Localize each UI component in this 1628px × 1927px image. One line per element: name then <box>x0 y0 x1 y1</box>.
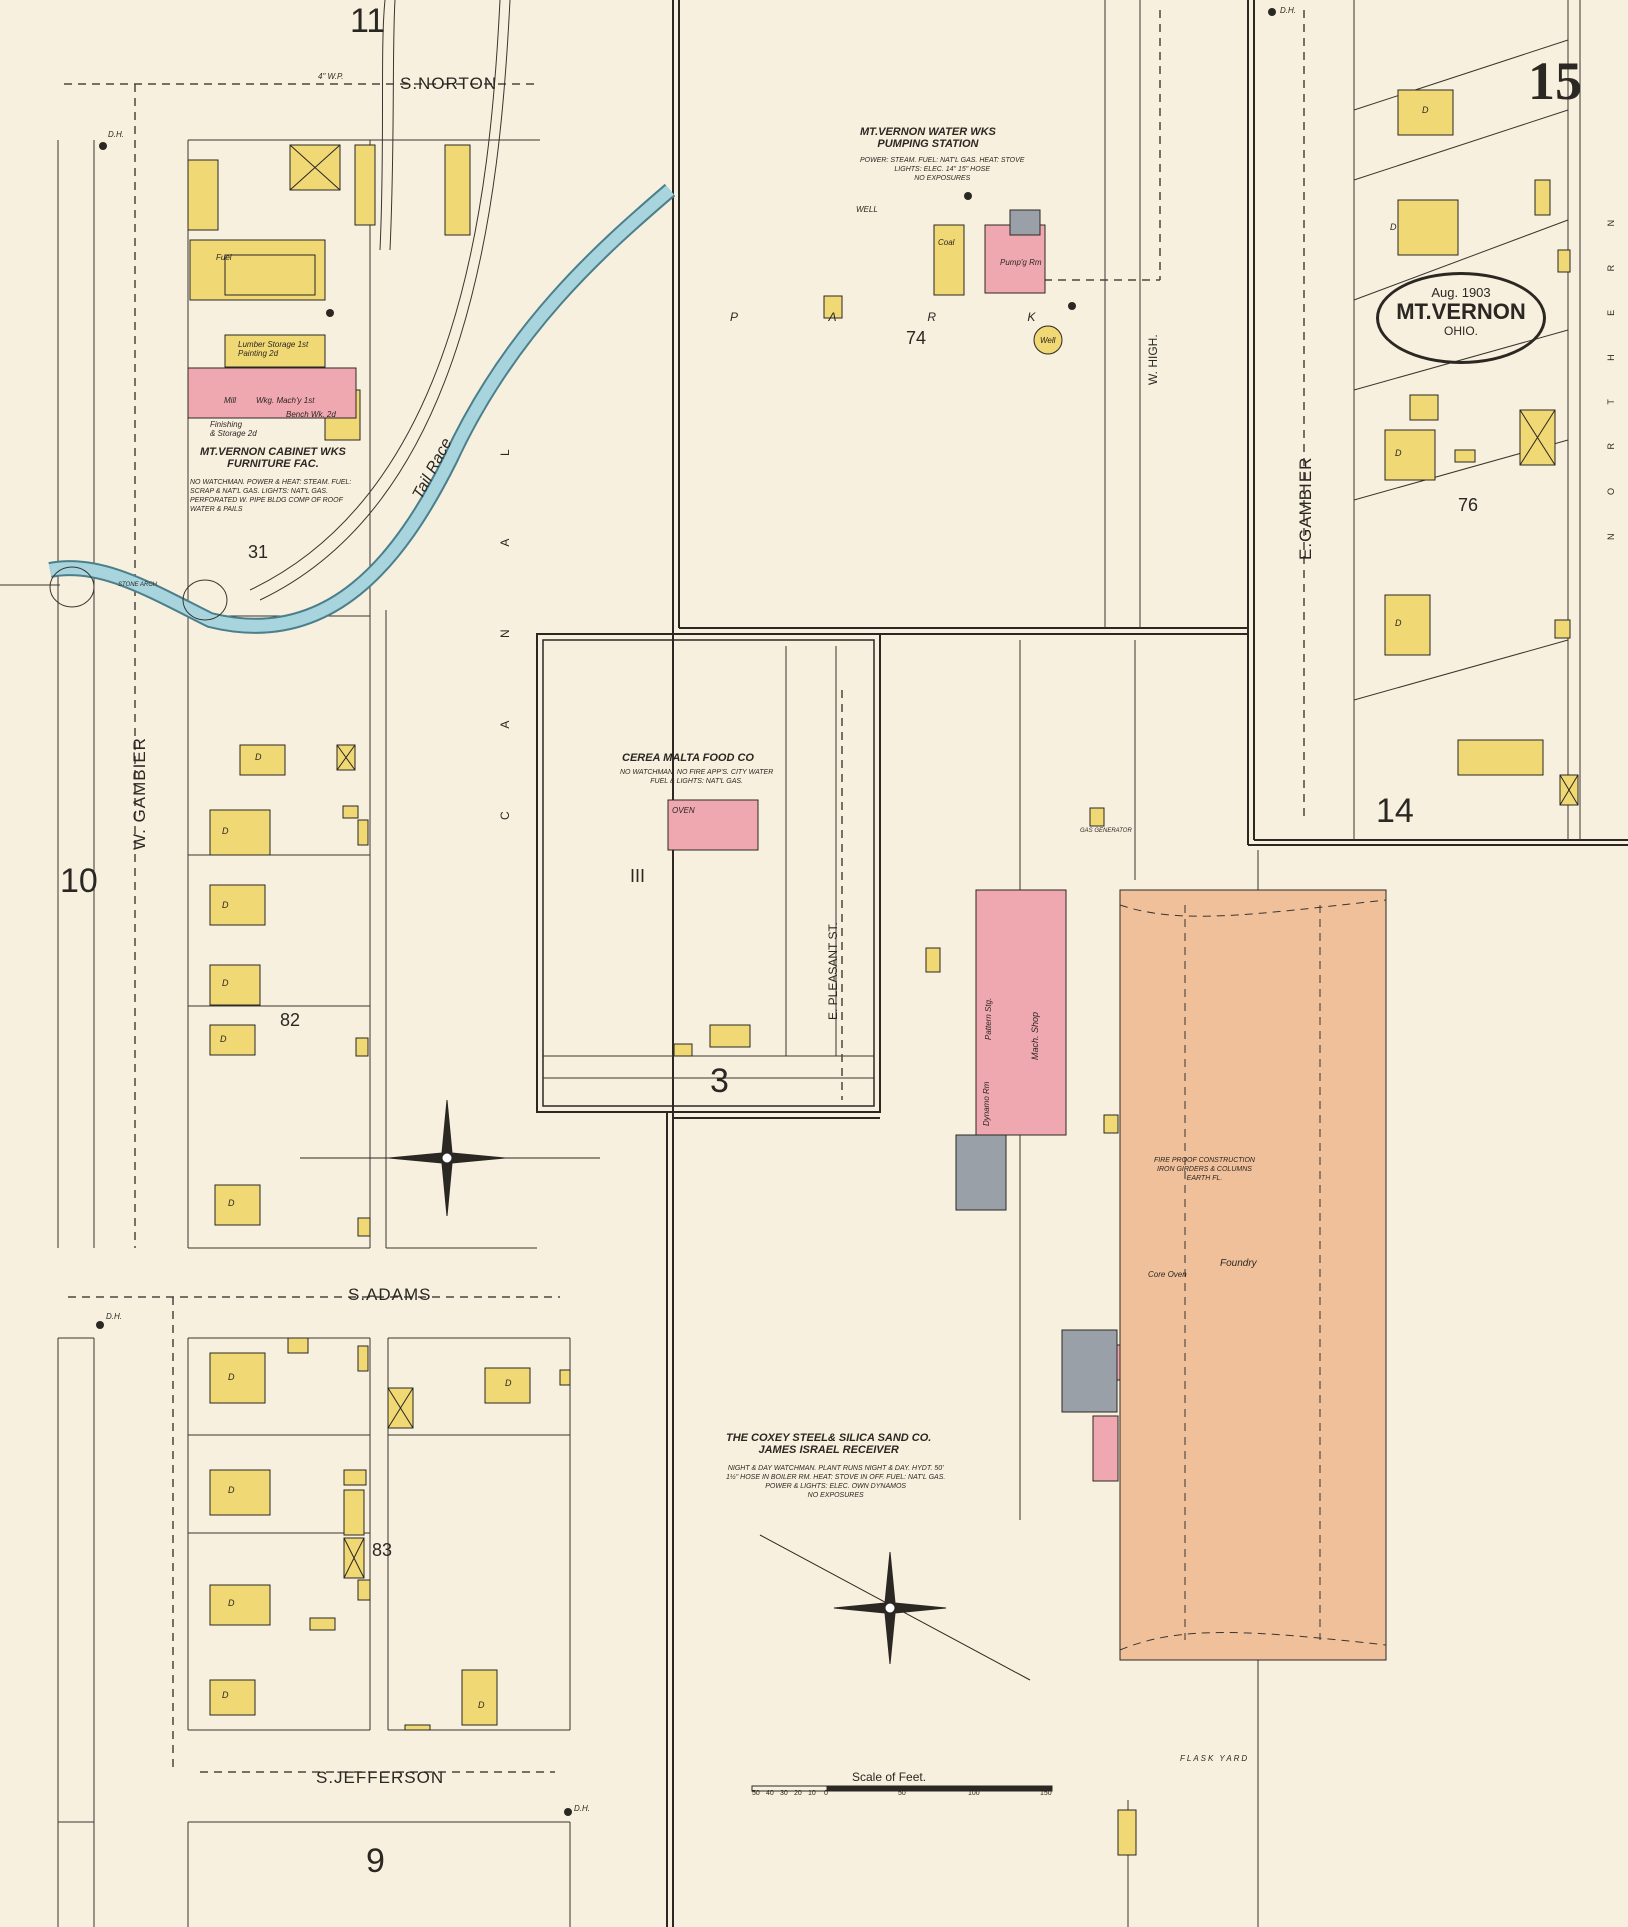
flask-yard-label: FLASK YARD <box>1180 1754 1250 1763</box>
street-s-jefferson: S.JEFFERSON <box>316 1768 445 1787</box>
scale-tick: 150 <box>1040 1790 1052 1797</box>
pump-room-label: Pump'g Rm <box>1000 258 1042 267</box>
foundry-label: Foundry <box>1220 1258 1257 1269</box>
stamp-date: Aug. 1903 <box>1431 285 1491 300</box>
dwelling-mark: D <box>222 1690 229 1700</box>
dwelling-mark: D <box>1395 448 1402 458</box>
dwelling-mark: D <box>222 826 229 836</box>
well-structure-label: Well <box>1040 336 1056 345</box>
water-works-title: MT.VERNON WATER WKS PUMPING STATION <box>860 126 996 150</box>
coxey-note: NIGHT & DAY WATCHMAN. PLANT RUNS NIGHT &… <box>726 1465 946 1499</box>
adjoining-block-14: 14 <box>1376 792 1414 830</box>
working-label: Wkg. Mach'y 1st <box>256 396 315 405</box>
well-label: WELL <box>856 205 878 214</box>
railroad <box>249 0 511 601</box>
dynamo-label: Dynamo Rm <box>982 1081 991 1126</box>
block-111: III <box>630 866 646 886</box>
scale-bar <box>751 1785 1053 1792</box>
cerea-malta-note: NO WATCHMAN. NO FIRE APP'S. CITY WATER F… <box>620 769 774 785</box>
cerea-malta-title: CEREA MALTA FOOD CO <box>622 752 754 764</box>
scale-tick: 100 <box>968 1790 980 1797</box>
right-edge-label: N O R T H E R N <box>1606 201 1616 540</box>
dh-label-3: D.H. <box>574 1804 590 1813</box>
dh-label-2: D.H. <box>106 1312 122 1321</box>
sheet-number: 15 <box>1528 51 1582 111</box>
street-e-pleasant: E. PLEASANT ST. <box>826 922 840 1020</box>
scale-tick: 10 <box>808 1790 816 1797</box>
dwelling-mark: D <box>505 1378 512 1388</box>
street-e-gambier: E.GAMBIER <box>1296 456 1315 560</box>
block-76: 76 <box>1458 495 1479 515</box>
dwelling-mark: D <box>1390 222 1397 232</box>
dwelling-mark: D <box>255 752 262 762</box>
bench-label: Bench Wk. 2d <box>286 410 336 419</box>
dwelling-mark: D <box>228 1372 235 1382</box>
scale-tick: 30 <box>780 1790 788 1797</box>
street-s-norton: S.NORTON <box>400 74 498 93</box>
adjoining-sheet-left: 10 <box>60 862 98 900</box>
stamp-city: MT.VERNON <box>1396 299 1526 324</box>
block-82: 82 <box>280 1010 301 1030</box>
dwelling-mark: D <box>228 1598 235 1608</box>
scale-tick: 20 <box>794 1790 802 1797</box>
dwelling-mark: D <box>1422 105 1429 115</box>
block-31: 31 <box>248 542 269 562</box>
finishing-label: Finishing & Storage 2d <box>210 420 257 438</box>
brick-buildings <box>187 224 1121 1482</box>
oven-label: OVEN <box>672 806 695 815</box>
street-s-adams: S.ADAMS <box>348 1285 432 1304</box>
dwelling-mark: D <box>220 1034 227 1044</box>
lumber-label: Lumber Storage 1st Painting 2d <box>238 340 309 358</box>
wp-label: 4" W.P. <box>318 72 344 81</box>
adjoining-sheet-bottom: 9 <box>366 1842 385 1880</box>
pattern-label: Pattern Stg. <box>984 997 993 1040</box>
lot-lines <box>0 0 1581 1927</box>
scale-tick: 50 <box>752 1790 760 1797</box>
street-w-high: W. HIGH. <box>1146 334 1160 385</box>
dwelling-mark: D <box>478 1700 485 1710</box>
stamp-state: OHIO. <box>1443 324 1478 338</box>
core-oven-label: Core Oven <box>1148 1270 1187 1279</box>
date-stamp: Aug. 1903 MT.VERNON OHIO. <box>1376 272 1546 364</box>
scale-tick: 40 <box>766 1790 774 1797</box>
compass-rose-2 <box>759 1534 1031 1681</box>
foundry-building <box>1119 889 1387 1661</box>
dwelling-mark: D <box>228 1198 235 1208</box>
block-83: 83 <box>372 1540 393 1560</box>
dh-label-4: D.H. <box>1280 6 1296 15</box>
scale-tick: 50 <box>898 1790 906 1797</box>
dwelling-mark: D <box>228 1485 235 1495</box>
gas-generator-label: GAS GENERATOR <box>1080 828 1132 834</box>
adjoining-sheet-top: 11 <box>350 2 386 40</box>
block-74: 74 <box>906 328 927 348</box>
canal-label: C A N A L <box>498 409 512 820</box>
mach-shop-label: Mach. Shop <box>1030 1011 1040 1060</box>
dwelling-mark: D <box>222 978 229 988</box>
stone-arch-label: STONE ARCH <box>118 582 158 588</box>
water-works-note: POWER: STEAM. FUEL: NAT'L GAS. HEAT: STO… <box>860 157 1025 182</box>
street-w-gambier: W. GAMBIER <box>130 737 149 850</box>
dwelling-mark: D <box>1395 618 1402 628</box>
stone-arch <box>49 566 95 608</box>
dh-label-1: D.H. <box>108 130 124 139</box>
coal-label: Coal <box>938 238 955 247</box>
water-pipes <box>64 10 1305 1773</box>
sheet-borders <box>536 0 1628 1927</box>
scale-title: Scale of Feet. <box>852 1770 927 1784</box>
coxey-title: THE COXEY STEEL& SILICA SAND CO. JAMES I… <box>726 1432 932 1456</box>
mill-label: Mill <box>224 396 236 405</box>
track-label: P A R K <box>730 310 1080 324</box>
cabinet-works-title: MT.VERNON CABINET WKS FURNITURE FAC. <box>200 446 346 470</box>
block-3: 3 <box>710 1062 729 1100</box>
cabinet-works-note: NO WATCHMAN. POWER & HEAT: STEAM. FUEL: … <box>190 479 352 513</box>
stone-buildings <box>955 209 1118 1413</box>
dwelling-mark: D <box>222 900 229 910</box>
fuel-label: Fuel <box>216 253 232 262</box>
scale-tick: 0 <box>824 1790 828 1797</box>
fireproof-label: FIRE PROOF CONSTRUCTION IRON GIRDERS & C… <box>1154 1157 1255 1182</box>
compass-rose-1 <box>300 1099 600 1217</box>
